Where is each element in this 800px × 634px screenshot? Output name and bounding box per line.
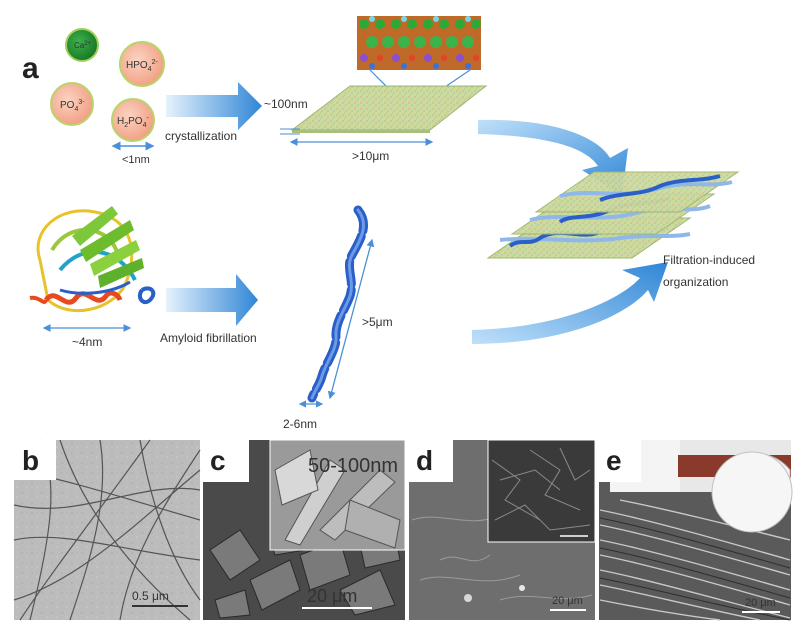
panel-c-letter: c (210, 445, 226, 476)
panel-e-gaps (599, 517, 791, 621)
crystallization-arrow (166, 82, 262, 130)
panel-d-inset (487, 439, 596, 543)
panel-d-particle-2 (519, 585, 525, 591)
fibril-length-dimension (327, 238, 375, 400)
composite-stack (486, 171, 740, 259)
crystal-sheet (290, 85, 488, 131)
fibril-width-label: 2-6nm (283, 417, 317, 431)
panel-e-scale-label: 20 μm (745, 597, 776, 609)
ion-ca-label: Ca2+ (74, 41, 92, 50)
panel-d-particle (464, 594, 472, 602)
panel-e: e 20 μm (599, 440, 793, 621)
panel-b-scale-label: 0.5 μm (132, 589, 169, 603)
bottom-curved-arrow (472, 262, 668, 344)
ion-hpo4-label: HPO42- (126, 59, 158, 73)
crystallization-label: crystallization (165, 129, 237, 143)
fibrillation-label: Amyloid fibrillation (160, 331, 257, 345)
sheet-length-label: >10μm (352, 149, 389, 163)
panel-b-fibrils (13, 439, 201, 621)
panel-c-scale-label: 20 μm (307, 586, 357, 606)
ion-hpo4: HPO42- (119, 41, 165, 87)
panel-d-scale-label: 20 μm (552, 595, 583, 607)
ion-po4: PO43- (50, 82, 94, 126)
panel-d-letter: d (416, 445, 433, 476)
panel-c-inset (269, 439, 406, 551)
panel-c-letter-box (203, 440, 249, 482)
panel-b-letter-box (14, 440, 56, 480)
panel-d-letter-box (409, 440, 453, 482)
thickness-label: ~100nm (264, 97, 308, 111)
crystal-sheet-edge (292, 130, 430, 133)
protein-size-label: ~4nm (72, 335, 102, 349)
ion-ca: Ca2+ (65, 28, 99, 62)
ion-h2po4-label: H2PO4- (117, 115, 150, 129)
fibrillation-arrow (166, 274, 258, 326)
panel-b: b 0.5 μm (13, 439, 201, 621)
panel-c-inset-label: 50-100nm (308, 455, 398, 477)
panel-d: d 20 μm (409, 439, 596, 620)
fibril-length-label: >5μm (362, 315, 393, 329)
ion-size-label: <1nm (122, 154, 150, 166)
crystal-lattice-inset (357, 16, 481, 70)
panel-b-letter: b (22, 445, 39, 476)
organization-label-line2: organization (663, 275, 728, 289)
protein-structure (29, 206, 156, 313)
panel-e-letter-box (599, 440, 641, 482)
panel-e-letter: e (606, 445, 622, 476)
organization-label-line1: Filtration-induced (663, 253, 755, 267)
ion-po4-label: PO43- (60, 99, 85, 113)
ion-h2po4: H2PO4- (111, 98, 155, 142)
panel-a-letter: a (22, 52, 39, 85)
panel-c: c 50-100nm 20 μm (203, 439, 406, 620)
